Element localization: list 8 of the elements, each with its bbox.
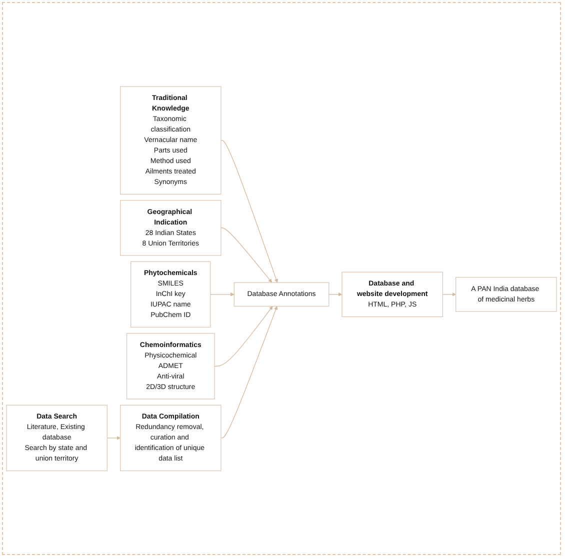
arrow <box>220 140 278 283</box>
arrow <box>210 292 234 296</box>
arrow <box>442 292 456 296</box>
arrow <box>214 306 273 366</box>
arrow <box>106 436 120 440</box>
arrow <box>328 292 342 296</box>
arrow <box>220 227 272 283</box>
arrow <box>220 306 278 438</box>
